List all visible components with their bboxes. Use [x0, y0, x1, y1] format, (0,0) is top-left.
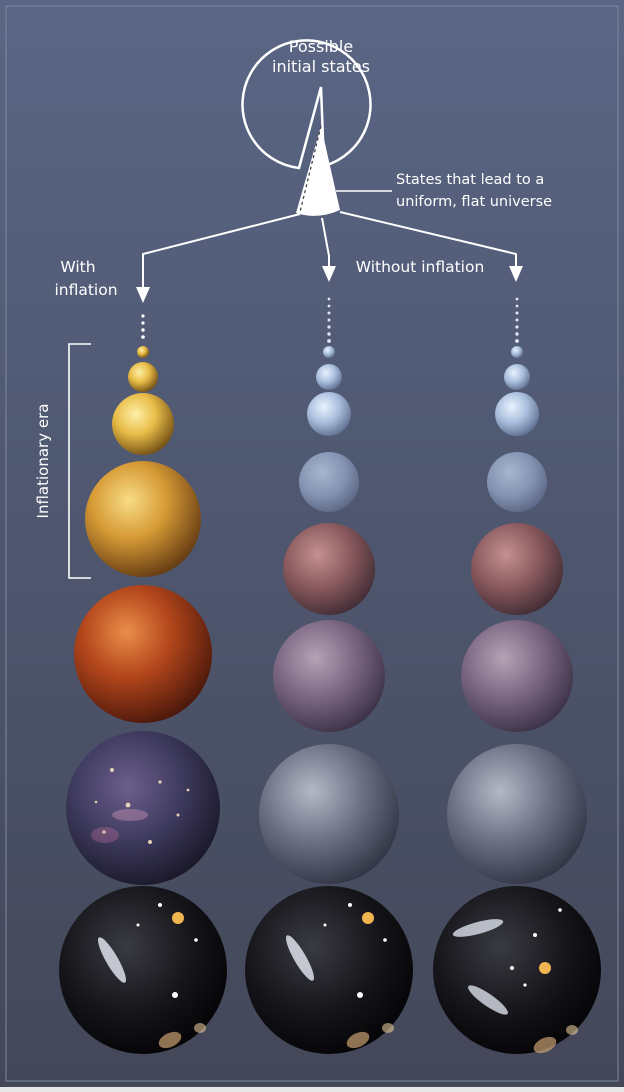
inflationary-era-bracket [68, 343, 91, 579]
galaxy-speckles-dark-2 [286, 903, 394, 1049]
galaxy-glow [112, 809, 148, 821]
arrow-without-inflation-1 [321, 217, 330, 268]
with-inflation-label-2: inflation [54, 281, 117, 299]
column-with-inflation [59, 346, 227, 1054]
dot-trail-with-inflation [141, 314, 145, 339]
galaxy-speckles-dark-3 [452, 908, 578, 1054]
universe-sphere [74, 585, 212, 723]
universe-sphere [504, 364, 530, 390]
universe-sphere [471, 523, 563, 615]
universe-sphere [66, 731, 220, 885]
universe-sphere [447, 744, 587, 884]
universe-sphere [495, 392, 539, 436]
universe-sphere [323, 346, 335, 358]
with-inflation-label-1: With [60, 258, 95, 276]
universe-sphere [85, 461, 201, 577]
universe-sphere [283, 523, 375, 615]
dot-trail-without-inflation-1 [327, 297, 331, 343]
galaxy-speckles-purple [94, 768, 190, 844]
galaxy-details [91, 768, 578, 1054]
without-inflation-label: Without inflation [356, 258, 485, 276]
universe-sphere [299, 452, 359, 512]
universe-sphere [259, 744, 399, 884]
possible-initial-states-label-2: initial states [272, 57, 370, 76]
galaxy-speckles-dark-1 [98, 903, 206, 1049]
wedge-dashed-edge [299, 125, 322, 213]
universe-sphere [316, 364, 342, 390]
galaxy-glow [91, 827, 119, 843]
states-lead-label-2: uniform, flat universe [396, 194, 552, 210]
inflationary-era-label: Inflationary era [34, 404, 52, 519]
arrow-without-inflation-2 [339, 211, 517, 268]
frame-border [5, 5, 619, 1082]
universe-sphere [112, 393, 174, 455]
universe-sphere [511, 346, 523, 358]
universe-sphere [128, 362, 158, 392]
universe-sphere [307, 392, 351, 436]
possible-initial-states-label-1: Possible [289, 37, 353, 56]
arrow-with-inflation [142, 213, 301, 290]
arrow-with-inflation-head [136, 287, 150, 303]
states-lead-label-1: States that lead to a [396, 172, 544, 188]
column-without-inflation-1 [245, 346, 413, 1054]
flat-universe-wedge [296, 126, 340, 216]
universe-sphere [273, 620, 385, 732]
universe-sphere [59, 886, 227, 1054]
dot-trail-without-inflation-2 [515, 297, 519, 343]
initial-states-circle [241, 39, 372, 170]
arrow-without-inflation-2-head [509, 266, 523, 282]
arrow-without-inflation-1-head [322, 266, 336, 282]
universe-sphere [137, 346, 149, 358]
universe-sphere [461, 620, 573, 732]
universe-sphere [487, 452, 547, 512]
universe-sphere [245, 886, 413, 1054]
